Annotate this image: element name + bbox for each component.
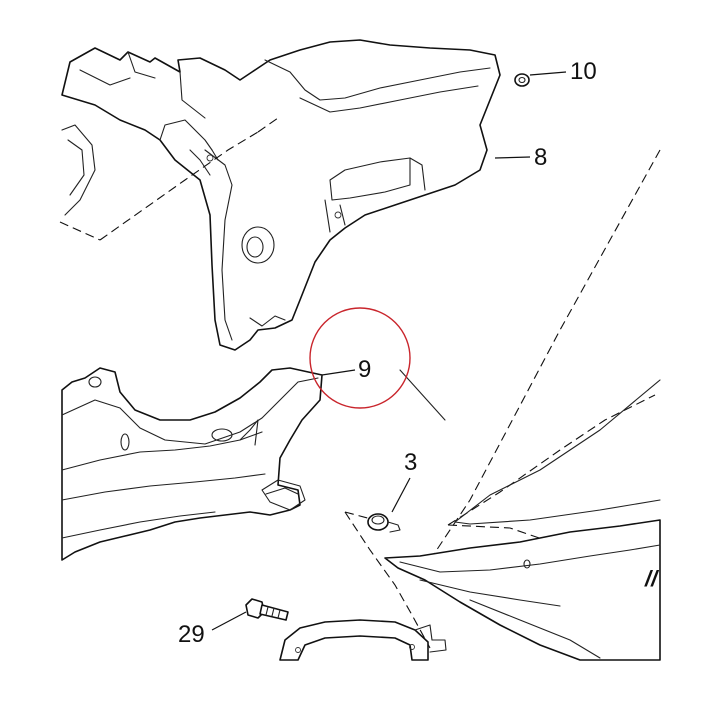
leader-lines [211,71,567,631]
part-10-nut-icon [514,73,530,87]
callout-10: 10 [570,58,597,85]
side-fairing-panel: // [384,519,661,661]
callout-8: 8 [534,144,547,171]
lower-bracket [279,619,447,661]
callout-3: 3 [404,449,417,476]
part-9-lower-inner-panel [61,367,323,561]
fairing-logo-fragment: // [644,566,660,591]
part-29-bolt-icon [245,598,289,621]
part-3-grommet-icon [367,513,401,533]
callout-9: 9 [358,356,371,383]
part-8-upper-cowl-panel [61,39,501,351]
callout-9-highlight-circle [309,307,411,409]
callout-29: 29 [178,621,205,648]
fairing-upper-edge [399,369,661,525]
